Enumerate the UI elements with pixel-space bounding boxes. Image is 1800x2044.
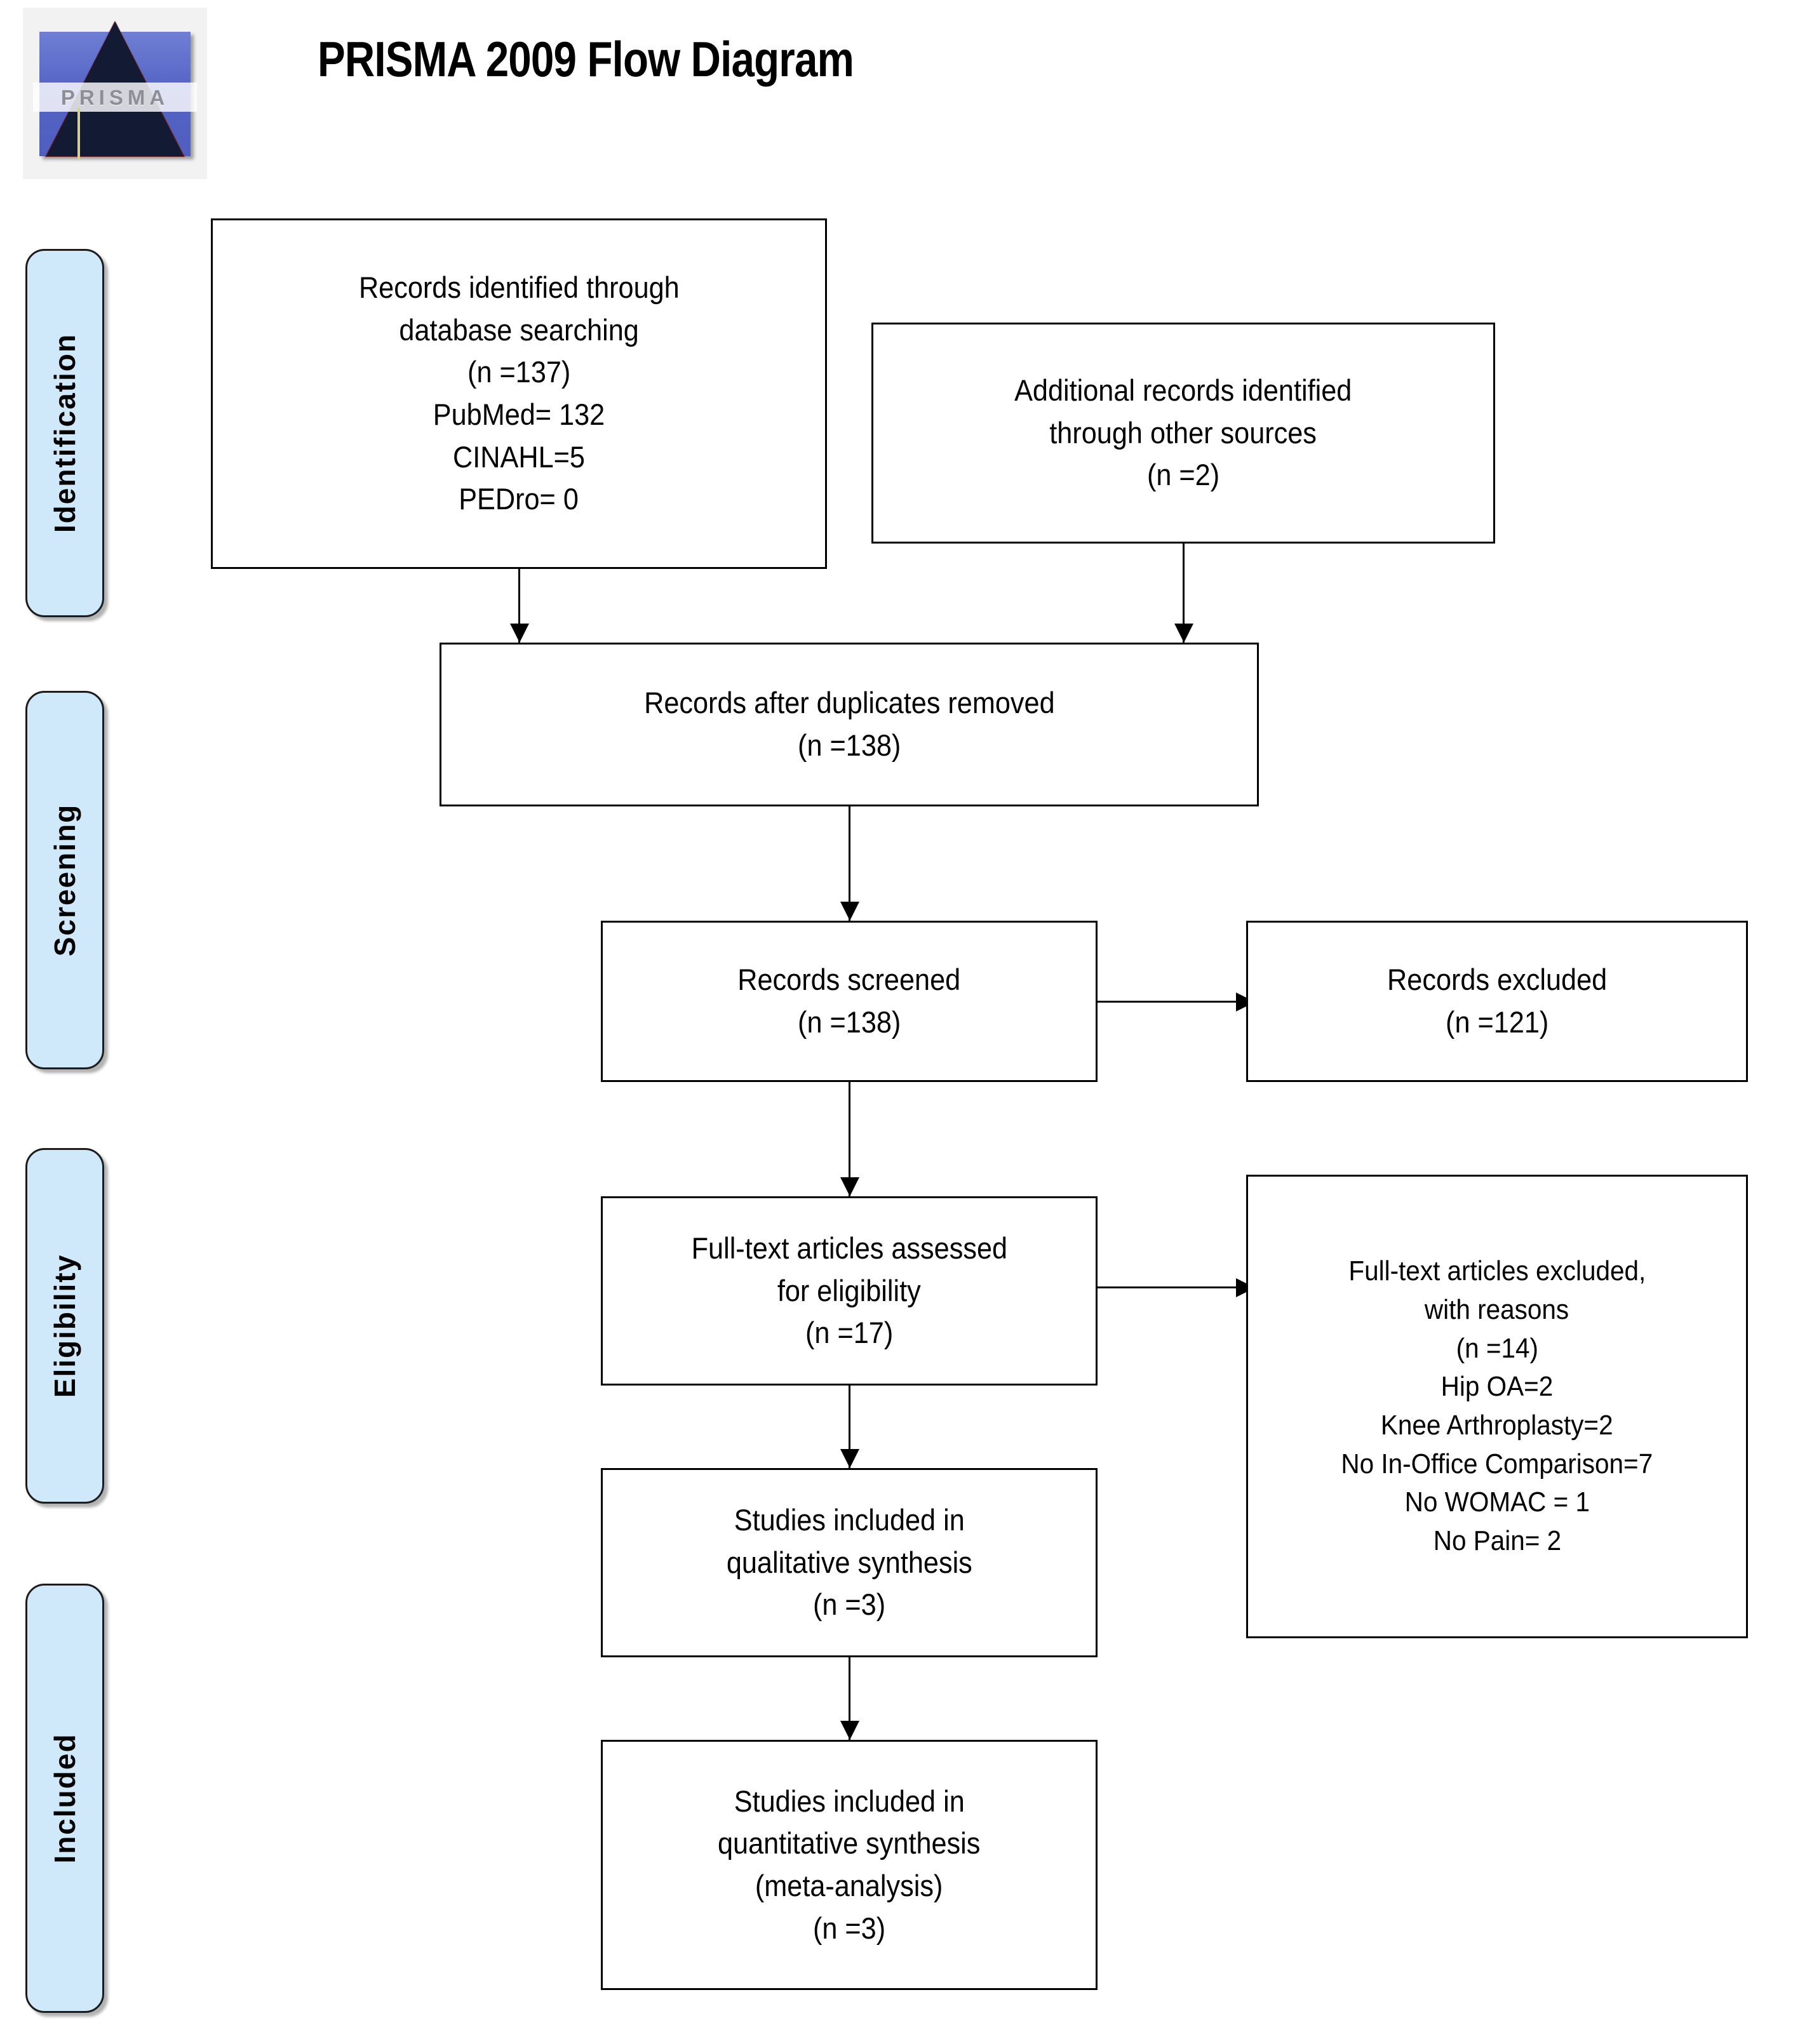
connector-fulltext-to-qualitative xyxy=(849,1386,850,1469)
connector-screened-to-fulltext xyxy=(849,1082,850,1198)
box-line: (n =138) xyxy=(797,728,901,762)
box-line: No Pain= 2 xyxy=(1433,1525,1561,1557)
box-line: qualitative synthesis xyxy=(726,1545,972,1579)
box-studies-quantitative-synthesis: Studies included in quantitative synthes… xyxy=(601,1740,1098,1990)
logo-wordmark: PRISMA xyxy=(60,86,170,109)
box-line: quantitative synthesis xyxy=(718,1826,981,1860)
box-line: Records excluded xyxy=(1387,963,1608,997)
box-line: (n =14) xyxy=(1456,1332,1538,1364)
connector-qualitative-to-quantitative xyxy=(849,1657,850,1741)
box-line: Hip OA=2 xyxy=(1441,1371,1554,1403)
box-line: (n =3) xyxy=(812,1911,886,1945)
box-line: for eligibility xyxy=(777,1273,921,1307)
box-line: Records after duplicates removed xyxy=(643,686,1055,720)
logo-text-band xyxy=(33,83,197,112)
box-fulltext-assessed-eligibility: Full-text articles assessed for eligibil… xyxy=(601,1196,1098,1386)
box-line: (n =121) xyxy=(1445,1005,1549,1039)
connector-duplicates-to-screened xyxy=(849,806,850,922)
stage-label-identification: Identification xyxy=(48,333,81,533)
box-line: Full-text articles excluded, xyxy=(1348,1255,1646,1287)
box-line: Full-text articles assessed xyxy=(691,1231,1007,1265)
box-records-excluded: Records excluded (n =121) xyxy=(1246,921,1748,1082)
box-line: (n =17) xyxy=(805,1316,894,1350)
box-additional-records-other-sources: Additional records identified through ot… xyxy=(871,323,1495,544)
box-fulltext-excluded-with-reasons: Full-text articles excluded, with reason… xyxy=(1246,1175,1748,1638)
box-line: Knee Arthroplasty=2 xyxy=(1381,1410,1613,1441)
box-line: (n =2) xyxy=(1146,458,1220,492)
box-line: PEDro= 0 xyxy=(459,482,579,516)
arrowhead-fulltext-to-qualitative xyxy=(840,1449,859,1468)
connector-db-to-duplicates xyxy=(518,569,520,644)
stage-pill-identification: Identification xyxy=(25,249,104,617)
womac-prefix: No xyxy=(1404,1486,1445,1518)
stage-pill-included: Included xyxy=(25,1584,104,2013)
box-line: (meta-analysis) xyxy=(755,1869,943,1902)
connector-fulltext-to-excluded xyxy=(1098,1286,1241,1288)
box-line: (n =138) xyxy=(797,1005,901,1039)
box-line: Studies included in xyxy=(734,1502,965,1537)
prisma-logo: PRISMA xyxy=(23,8,207,179)
arrowhead-other-to-duplicates xyxy=(1174,624,1193,643)
stage-pill-eligibility: Eligibility xyxy=(25,1148,104,1504)
box-line: PubMed= 132 xyxy=(433,397,605,431)
box-line: (n =137) xyxy=(467,355,571,389)
stage-pill-screening: Screening xyxy=(25,691,104,1069)
stage-label-screening: Screening xyxy=(48,803,81,957)
box-line: No In-Office Comparison=7 xyxy=(1341,1448,1653,1480)
womac-suffix: = 1 xyxy=(1545,1486,1590,1518)
box-line: (n =3) xyxy=(812,1587,886,1622)
box-records-after-duplicates-removed: Records after duplicates removed (n =138… xyxy=(440,643,1259,806)
stage-label-eligibility: Eligibility xyxy=(48,1253,81,1398)
stage-label-included: Included xyxy=(48,1733,81,1864)
box-studies-qualitative-synthesis: Studies included in qualitative synthesi… xyxy=(601,1468,1098,1657)
box-records-identified-database: Records identified through database sear… xyxy=(211,218,827,569)
connector-screened-to-excluded xyxy=(1098,1001,1241,1003)
box-line: Additional records identified xyxy=(1014,373,1352,407)
box-line: with reasons xyxy=(1425,1293,1569,1325)
logo-pin-icon xyxy=(77,108,80,160)
box-line: CINAHL=5 xyxy=(453,439,585,474)
arrowhead-qualitative-to-quantitative xyxy=(840,1721,859,1740)
box-line: Studies included in xyxy=(734,1784,965,1818)
box-line: Records screened xyxy=(737,963,961,997)
arrowhead-screened-to-fulltext xyxy=(840,1177,859,1196)
box-line: database searching xyxy=(399,312,639,347)
connector-other-to-duplicates xyxy=(1183,544,1185,644)
arrowhead-db-to-duplicates xyxy=(510,624,529,643)
box-records-screened: Records screened (n =138) xyxy=(601,921,1098,1082)
box-line-womac: No WOMAC = 1 xyxy=(1404,1483,1589,1522)
box-line: through other sources xyxy=(1049,415,1317,450)
page-title: PRISMA 2009 Flow Diagram xyxy=(318,31,854,87)
arrowhead-duplicates-to-screened xyxy=(840,902,859,921)
box-line: Records identified through xyxy=(358,270,680,304)
womac-word: WOMAC xyxy=(1444,1486,1546,1518)
